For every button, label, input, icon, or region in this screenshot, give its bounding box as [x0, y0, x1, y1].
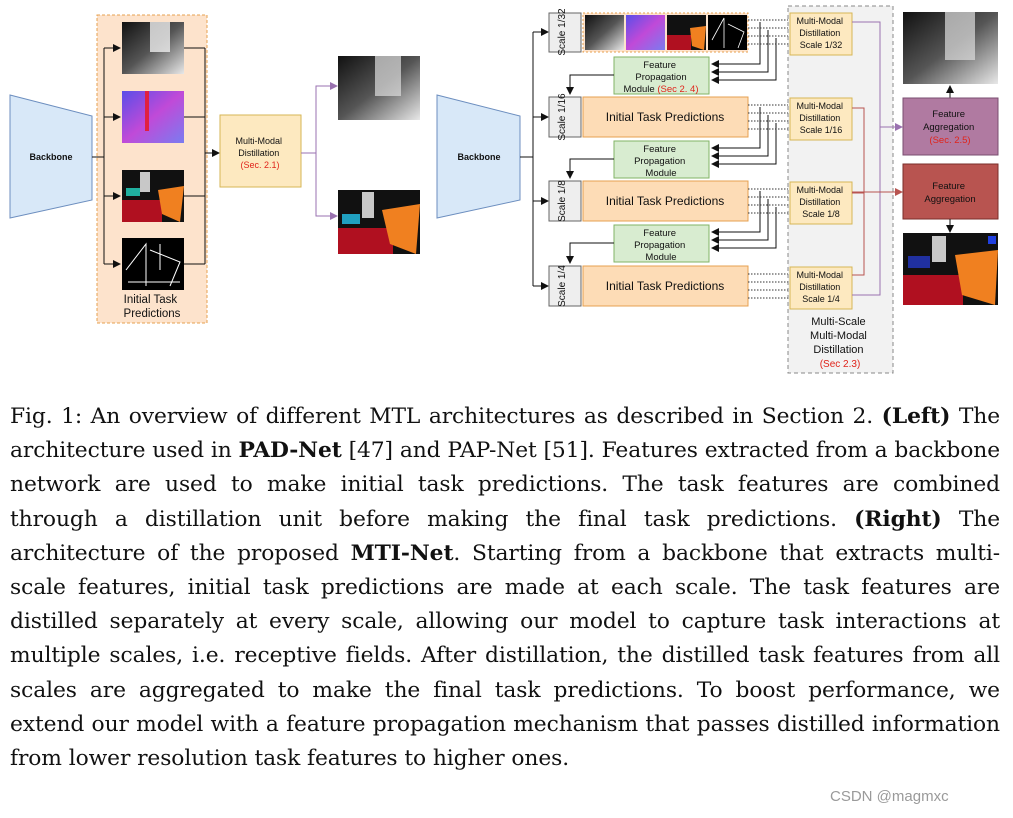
left-thumb-depth — [122, 22, 184, 74]
left-thumb-edges — [122, 238, 184, 290]
watermark: CSDN @magmxc — [830, 788, 949, 805]
multi-scale-distillation-label: Multi-Scale Multi-Modal Distillation (Se… — [810, 316, 870, 370]
scale-box-1-16: Scale 1/16 — [548, 93, 582, 141]
left-distillation-label: Multi-Modal Distillation (Sec. 2.1) — [235, 136, 284, 170]
right-backbone — [436, 94, 521, 219]
svg-text:Module (Sec 2. 4): Module (Sec 2. 4) — [624, 84, 699, 95]
svg-text:Initial Task Predictions: Initial Task Predictions — [606, 279, 725, 293]
svg-text:Feature Propagation: Feature Propagation — [635, 60, 686, 83]
svg-text:Scale 1/8: Scale 1/8 — [557, 180, 568, 222]
svg-text:Feature Propagation: Feature Propagation Module — [634, 144, 688, 179]
mmd-box-1-4: Multi-Modal Distillation Scale 1/4 — [789, 266, 853, 310]
caption-padnet: PAD-Net — [238, 438, 342, 464]
feature-aggregation-purple: Feature Aggregation (Sec. 2.5) — [902, 97, 999, 156]
caption-fig-label: Fig. 1: — [10, 404, 83, 429]
feature-propagation-module-2: Feature Propagation Module — [613, 140, 710, 179]
caption-right-label: (Right) — [854, 506, 942, 532]
feature-propagation-module-1: Feature Propagation Module (Sec 2. 4) — [613, 56, 710, 95]
svg-text:Initial Task Predictions: Initial Task Predictions — [606, 194, 725, 208]
svg-text:Multi-Modal Distillati: Multi-Modal Distillation Scale 1/4 — [796, 270, 845, 304]
scale-1-32-thumbnails — [582, 12, 749, 53]
scale-box-1-4: Scale 1/4 — [548, 265, 582, 307]
initial-task-predictions-1-8: Initial Task Predictions — [582, 180, 749, 222]
left-thumb-normals — [122, 91, 184, 143]
mmd-box-1-16: Multi-Modal Distillation Scale 1/16 — [789, 97, 853, 141]
aggregation-connections — [852, 21, 903, 296]
initial-task-predictions-1-16: Initial Task Predictions — [582, 96, 749, 138]
task-feature-links — [748, 19, 790, 299]
svg-text:Scale 1/4: Scale 1/4 — [557, 265, 568, 307]
mmd-box-1-32: Multi-Modal Distillation Scale 1/32 — [789, 12, 853, 56]
left-output-segmentation — [338, 190, 420, 254]
svg-text:Feature Propagation: Feature Propagation Module — [634, 228, 688, 263]
left-backbone-label: Backbone — [29, 152, 72, 162]
feature-aggregation-red: Feature Aggregation — [902, 163, 999, 220]
scale-box-1-32: Scale 1/32 — [548, 8, 582, 56]
right-output-depth — [903, 12, 998, 84]
feature-propagation-module-3: Feature Propagation Module — [613, 224, 710, 263]
right-diagram: Backbone Scale 1/32 Scale 1/16 Scale 1/8… — [436, 5, 999, 374]
caption-mtinet: MTI-Net — [350, 540, 454, 566]
svg-text:Feature Aggregation: Feature Aggregation — [924, 181, 975, 205]
svg-text:Multi-Modal Distillati: Multi-Modal Distillation Scale 1/32 — [796, 16, 845, 50]
figure-caption: Fig. 1: An overview of different MTL arc… — [10, 404, 1000, 772]
architecture-figure: Backbone — [0, 0, 1013, 385]
svg-text:Scale 1/32: Scale 1/32 — [557, 8, 568, 56]
svg-text:Multi-Modal Distillati: Multi-Modal Distillation Scale 1/8 — [796, 185, 845, 219]
right-backbone-label: Backbone — [457, 152, 500, 162]
left-initial-predictions-label: Initial Task Predictions — [124, 294, 181, 320]
svg-text:Multi-Modal Distillati: Multi-Modal Distillation Scale 1/16 — [796, 101, 845, 135]
initial-task-predictions-1-4: Initial Task Predictions — [582, 265, 749, 307]
caption-left-label: (Left) — [881, 404, 951, 429]
scale-box-1-8: Scale 1/8 — [548, 180, 582, 222]
svg-text:Feature Aggregation: Feature Aggregation (Sec. 2.5) — [923, 109, 977, 146]
left-thumb-segmentation — [122, 170, 184, 222]
left-backbone — [9, 94, 93, 219]
left-distillation-box — [219, 114, 302, 188]
svg-text:Scale 1/16: Scale 1/16 — [557, 93, 568, 141]
right-output-segmentation — [903, 233, 998, 305]
left-output-depth — [338, 56, 420, 120]
left-diagram: Backbone — [9, 14, 420, 324]
mmd-box-1-8: Multi-Modal Distillation Scale 1/8 — [789, 181, 853, 225]
svg-text:Initial Task Predictions: Initial Task Predictions — [606, 110, 725, 124]
